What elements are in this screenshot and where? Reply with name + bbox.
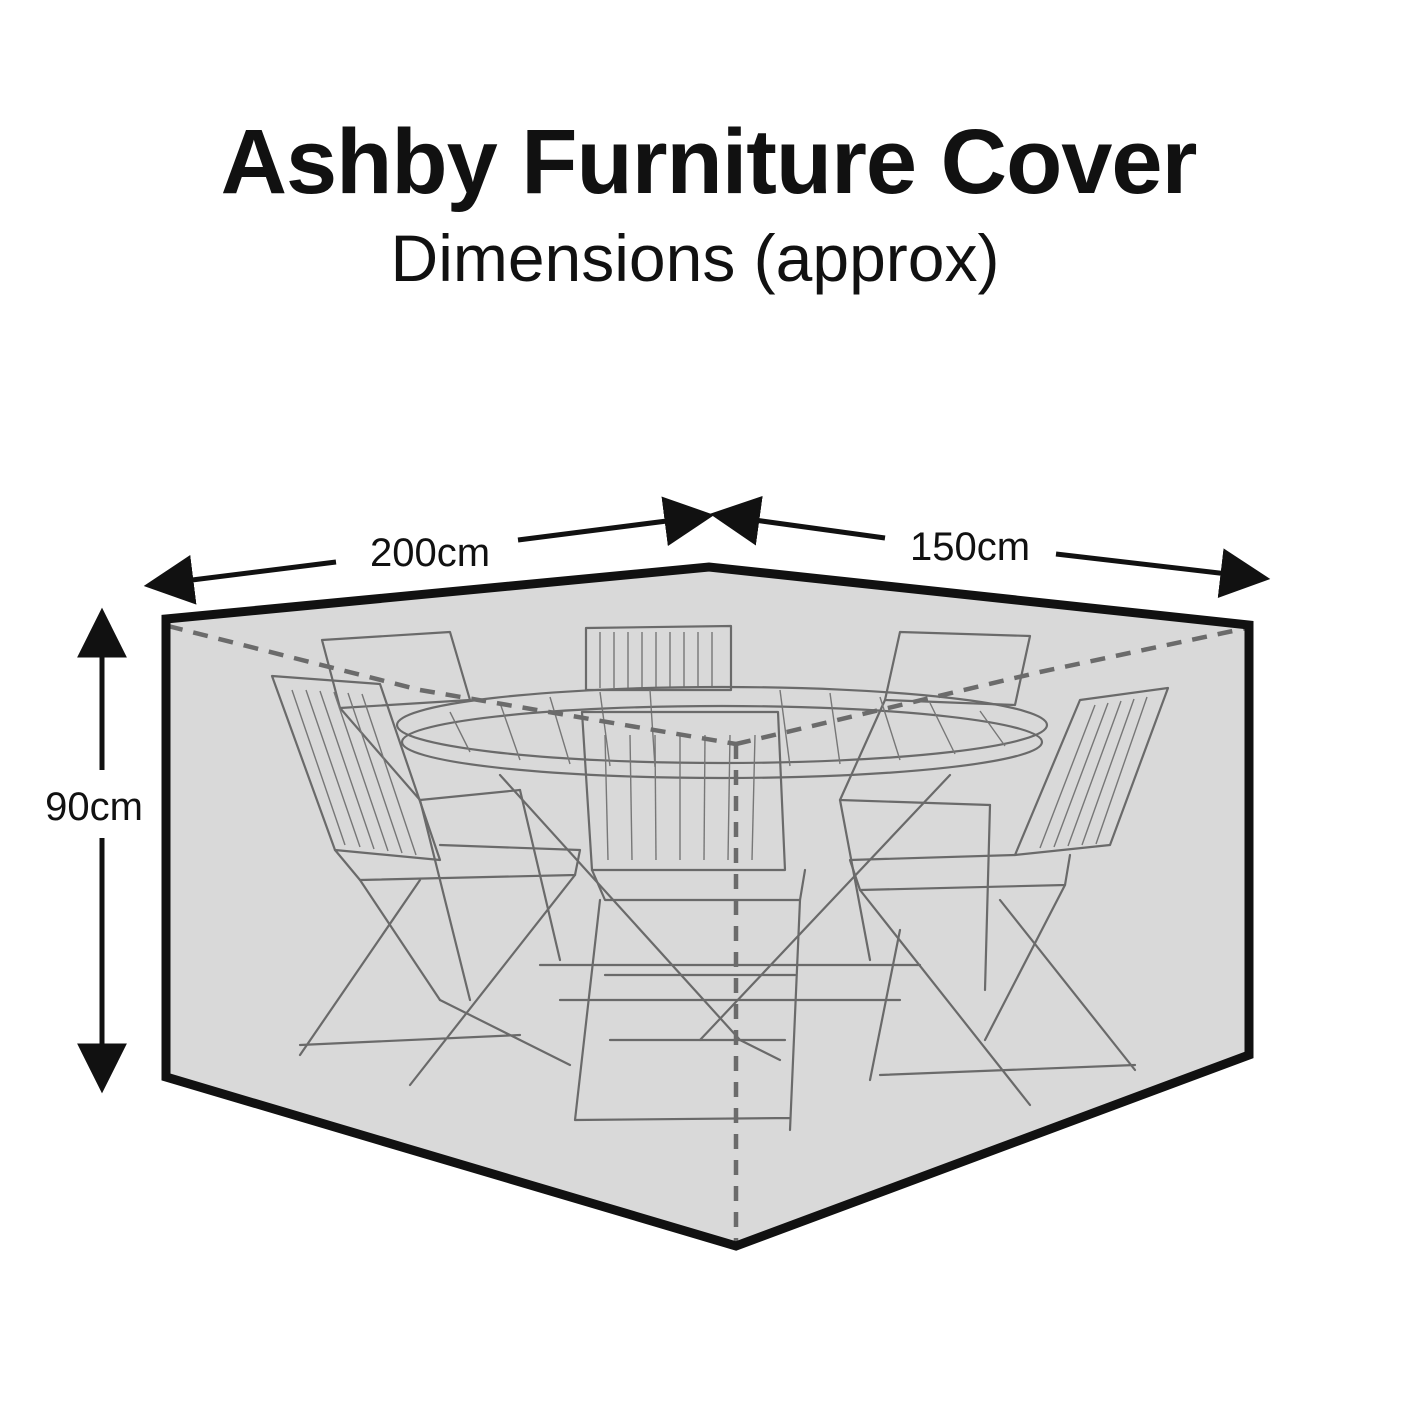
cover-body	[166, 567, 1249, 1246]
chair-back-right	[838, 630, 1032, 992]
chair-back-center	[584, 624, 733, 692]
depth-arrow-right	[1055, 548, 1271, 599]
round-table	[395, 685, 1049, 1062]
chair-front-right	[848, 686, 1170, 1107]
depth-dimension	[709, 495, 1271, 599]
height-label: 90cm	[45, 785, 143, 829]
width-label: 200cm	[370, 531, 490, 575]
dashed-edge-right-top	[735, 625, 1248, 747]
chair-front-left	[270, 674, 582, 1087]
diagram-subtitle: Dimensions (approx)	[390, 221, 1000, 295]
cover-outline	[161, 562, 1254, 1251]
width-arrow-left	[143, 555, 337, 605]
chair-front-center	[573, 710, 807, 1132]
depth-arrow-left	[709, 495, 886, 546]
cover-hidden-edges	[167, 623, 1248, 1244]
width-arrow-right	[517, 496, 715, 547]
dashed-edge-left-top	[167, 623, 737, 747]
diagram-title: Ashby Furniture Cover	[220, 111, 1198, 213]
width-dimension	[143, 496, 715, 605]
depth-label: 150cm	[910, 525, 1030, 569]
furniture-set-illustration	[270, 624, 1170, 1132]
